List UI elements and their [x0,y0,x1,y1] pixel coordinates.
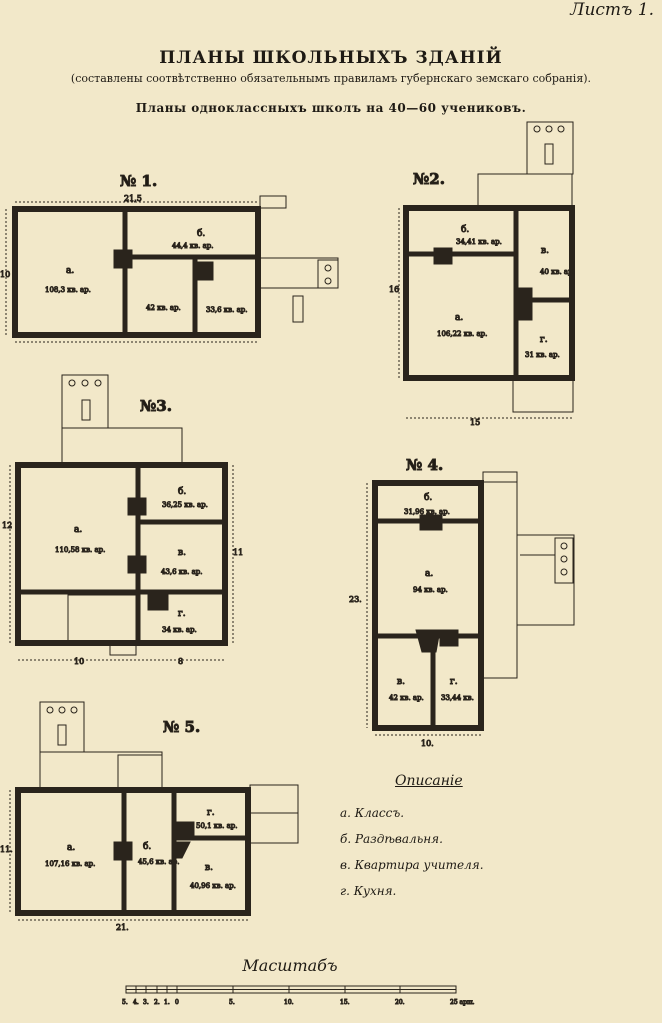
section-heading: Планы одноклассныхъ школъ на 40—60 учени… [135,101,527,115]
plan-4-room-v-area: 42 кв. ар. [389,694,424,702]
legend-item-a: а. Классъ. [340,806,405,820]
plan-5-room-v-letter: в. [205,863,213,873]
scale-tick-10: 10. [284,999,294,1006]
plan-5-room-b-area: 45,6 кв. ар. [138,858,179,866]
stove-icon [439,629,459,647]
scale-tick-3: 3. [143,999,149,1006]
plan-2-room-b-area: 34,41 кв. ар. [456,238,502,246]
plan-5-width: 21. [116,923,129,932]
stove-icon [513,287,533,321]
plan-5-room-v-area: 40,96 кв. ар. [190,882,236,890]
plan-5-depth: 11. [0,845,13,854]
plan-2-room-v-area: 40 кв. ар. [540,268,575,276]
stove-icon [194,261,214,281]
plan-3 [9,374,234,661]
plan-5-room-b-letter: б. [143,841,151,852]
plan-1-outer-wall [12,206,261,338]
plan-4-room-a-letter: а. [425,569,433,579]
scale-tick-5-left: 5. [122,999,128,1006]
plan-3-outer-wall [15,462,228,646]
plan-2 [398,121,575,419]
scale-tick-25: 25 арш. [450,999,475,1006]
plan-1-room-v-area: 42 кв. ар. [146,304,181,312]
legend-item-b: б. Раздѣвальня. [340,832,443,846]
plan-5-room-a-area: 107,16 кв. ар. [45,860,95,868]
plan-1-label: № 1. [120,172,157,190]
scale-tick-2: 2. [154,999,160,1006]
stove-icon [113,841,133,861]
plan-2-label: №2. [413,170,445,188]
plan-4-outer-wall [372,480,484,731]
plan-2-room-g-letter: г. [540,335,548,345]
scale-tick-5: 5. [229,999,235,1006]
plan-4-room-b-letter: б. [424,492,432,503]
plan-3-room-v-area: 43,6 кв. ар. [161,568,202,576]
plan-4-room-b-area: 31,96 кв. ар. [404,508,450,516]
plan-1-room-a-letter: а. [66,266,74,276]
plan-5-room-g-letter: г. [207,808,215,818]
plan-3-width-right: 8 [178,657,183,666]
plan-3-room-v-letter: в. [178,548,186,558]
plan-1 [5,195,339,343]
plan-5-room-g-area: 50,1 кв. ар. [196,822,237,830]
legend-item-g: г. Кухня. [340,884,397,898]
plan-4-room-v-letter: в. [397,677,405,687]
plan-4 [366,471,575,736]
plan-2-room-g-area: 31 кв. ар. [525,351,560,359]
plan-1-room-a-area: 108,3 кв. ар. [45,286,91,294]
plan-5-label: № 5. [163,718,200,736]
plan-1-room-b-area: 44,4 кв. ар. [172,242,213,250]
plan-4-label: № 4. [406,456,443,474]
plan-4-room-g-area: 33,44 кв. [441,694,474,702]
plan-1-room-b-letter: б. [197,228,205,239]
plan-2-room-a-letter: а. [455,313,463,323]
plan-2-room-a-area: 106,22 кв. ар. [437,330,487,338]
plan-2-depth: 16 [389,285,399,294]
plan-3-room-g-area: 34 кв. ар. [162,626,197,634]
stove-icon [415,629,441,653]
stove-icon [175,821,195,841]
plan-3-room-a-letter: а. [74,525,82,535]
plan-4-room-a-area: 94 кв. ар. [413,586,448,594]
plan-3-width-left: 10 [74,657,84,666]
plan-3-depth-right: 11 [233,548,243,557]
stove-icon [113,249,133,269]
scale-bar [125,985,457,994]
scale-tick-15: 15. [340,999,350,1006]
legend-title: Описаніе [395,773,463,789]
plan-2-room-v-letter: в. [541,246,549,256]
page-subtitle: (составлены соотвѣтственно обязательнымъ… [70,72,592,85]
plan-3-depth-left: 12 [2,521,12,530]
scale-tick-1: 1. [164,999,170,1006]
page-title: ПЛАНЫ ШКОЛЬНЫХЪ ЗДАНІЙ [159,48,503,68]
plan-4-room-g-letter: г. [450,677,458,687]
plan-3-room-g-letter: г. [178,609,186,619]
stove-icon [419,514,443,531]
plan-5 [9,701,299,921]
plan-4-width: 10. [421,739,434,748]
plan-1-depth: 10 [0,270,10,279]
scale-title: Масштабъ [242,956,338,975]
plan-3-room-b-letter: б. [178,486,186,497]
plan-3-room-a-area: 110,58 кв. ар. [55,546,105,554]
plan-3-label: №3. [140,397,172,415]
stove-icon [173,841,191,859]
plan-4-depth: 23. [349,595,362,604]
sheet-number: Листъ 1. [570,0,654,20]
scale-tick-0: 0 [175,999,179,1006]
stove-icon [433,247,453,265]
plan-5-room-a-letter: а. [67,843,75,853]
stove-icon [127,555,147,574]
plan-2-width: 15 [470,418,480,427]
plan-1-width: 21,5 [124,194,142,203]
plan-3-room-b-area: 36,25 кв. ар. [162,501,208,509]
stove-icon [147,591,169,611]
scale-tick-20: 20. [395,999,405,1006]
scale-tick-4: 4. [133,999,139,1006]
plan-1-room-g-area: 33,6 кв. ар. [206,306,247,314]
legend-item-v: в. Квартира учителя. [340,858,484,872]
plan-2-room-b-letter: б. [461,224,469,235]
stove-icon [127,497,147,516]
